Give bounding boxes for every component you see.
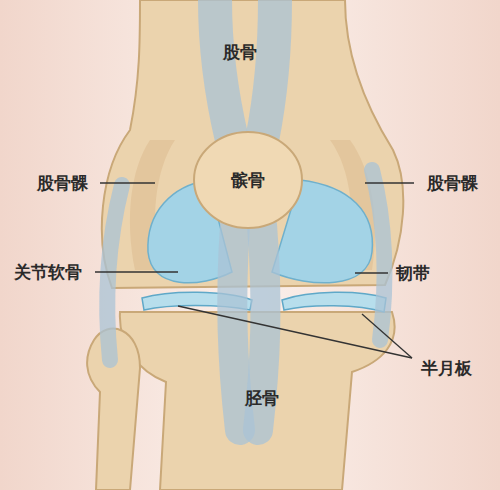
part-label: 股骨髁 (37, 173, 88, 193)
part-label: 股骨髁 (427, 173, 478, 193)
patella-bone (194, 132, 302, 228)
leader-lines (95, 183, 414, 358)
ligaments (107, 0, 384, 430)
part-label: 胫骨 (245, 388, 279, 408)
part-label: 韧带 (396, 263, 430, 283)
part-label: 关节软骨 (14, 262, 82, 282)
meniscus (282, 292, 386, 312)
part-label: 股骨 (223, 42, 257, 62)
part-label: 半月板 (421, 358, 472, 378)
part-label: 髌骨 (231, 170, 265, 190)
